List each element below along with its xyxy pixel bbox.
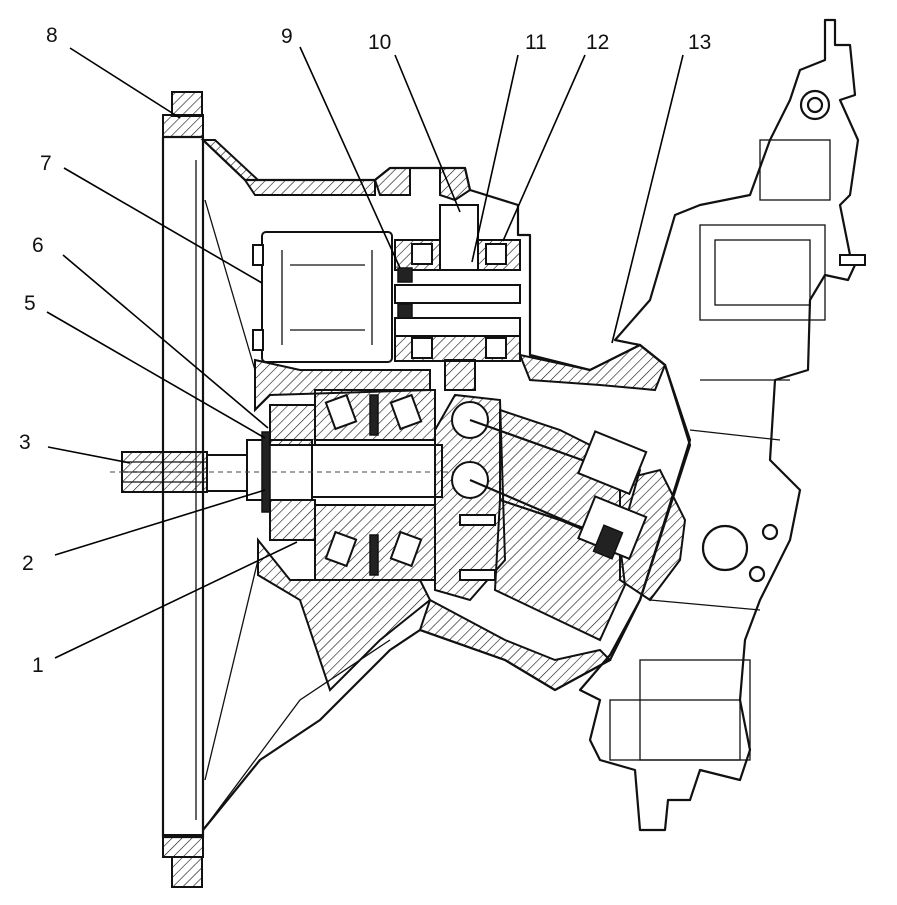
leader-3	[47, 446, 131, 464]
leader-1	[54, 541, 298, 659]
callout-2: 2	[22, 552, 34, 575]
callout-11: 11	[525, 31, 547, 54]
leader-5	[46, 311, 266, 439]
leader-13	[611, 54, 684, 344]
callout-1: 1	[32, 654, 44, 677]
rotating-group	[434, 393, 687, 642]
callout-5: 5	[24, 292, 36, 315]
leader-lines	[46, 46, 684, 659]
callout-9: 9	[281, 25, 293, 48]
leader-11	[471, 54, 519, 263]
callout-13: 13	[688, 31, 711, 54]
callout-labels: 1 2 3 5 6 7 8 9 10 11 12 13	[19, 24, 711, 677]
callout-3: 3	[19, 431, 31, 454]
drive-shaft	[110, 389, 470, 581]
callout-10: 10	[368, 31, 391, 54]
leader-9	[299, 46, 401, 269]
control-valve-block	[578, 18, 866, 832]
callout-6: 6	[32, 234, 44, 257]
callout-8: 8	[46, 24, 58, 47]
leader-8	[69, 47, 181, 119]
callout-7: 7	[40, 152, 52, 175]
charge-pump	[252, 204, 521, 391]
leader-12	[502, 54, 586, 242]
leader-6	[62, 254, 269, 429]
leader-10	[394, 54, 461, 213]
leader-2	[54, 489, 266, 556]
leader-7	[63, 167, 263, 284]
callout-12: 12	[586, 31, 609, 54]
